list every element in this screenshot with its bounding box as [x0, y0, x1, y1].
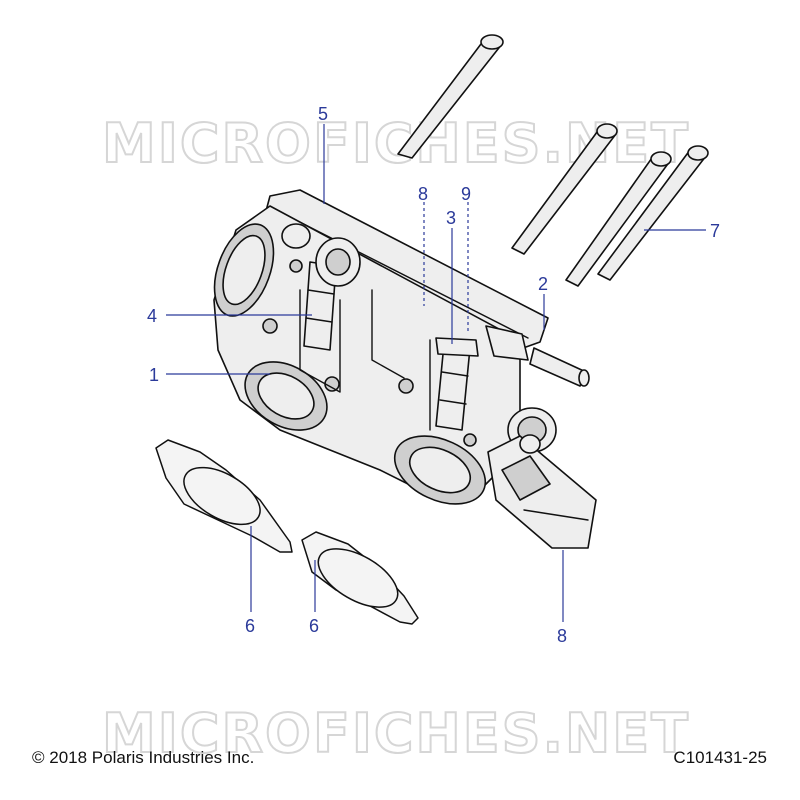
callout-8-top: 8 — [418, 184, 428, 204]
injector-right — [435, 337, 479, 431]
callout-3: 3 — [446, 208, 456, 228]
callout-4: 4 — [147, 306, 157, 326]
copyright-notice: © 2018 Polaris Industries Inc. — [32, 748, 255, 767]
injector-left — [281, 223, 361, 351]
callout-2: 2 — [538, 274, 548, 294]
callout-1: 1 — [149, 365, 159, 385]
sensor — [487, 434, 597, 549]
callout-8-bottom: 8 — [557, 626, 567, 646]
callout-7: 7 — [710, 221, 720, 241]
callout-5: 5 — [318, 104, 328, 124]
gasket-right — [301, 531, 419, 625]
watermark-bottom: MICROFICHES.NET — [102, 702, 690, 765]
callout-9: 9 — [461, 184, 471, 204]
bolt-long — [397, 34, 504, 159]
callout-6-left: 6 — [245, 616, 255, 636]
gasket-left — [155, 439, 293, 553]
callout-6-right: 6 — [309, 616, 319, 636]
drawing-id: C101431-25 — [673, 748, 767, 767]
bolt-group — [511, 123, 709, 287]
